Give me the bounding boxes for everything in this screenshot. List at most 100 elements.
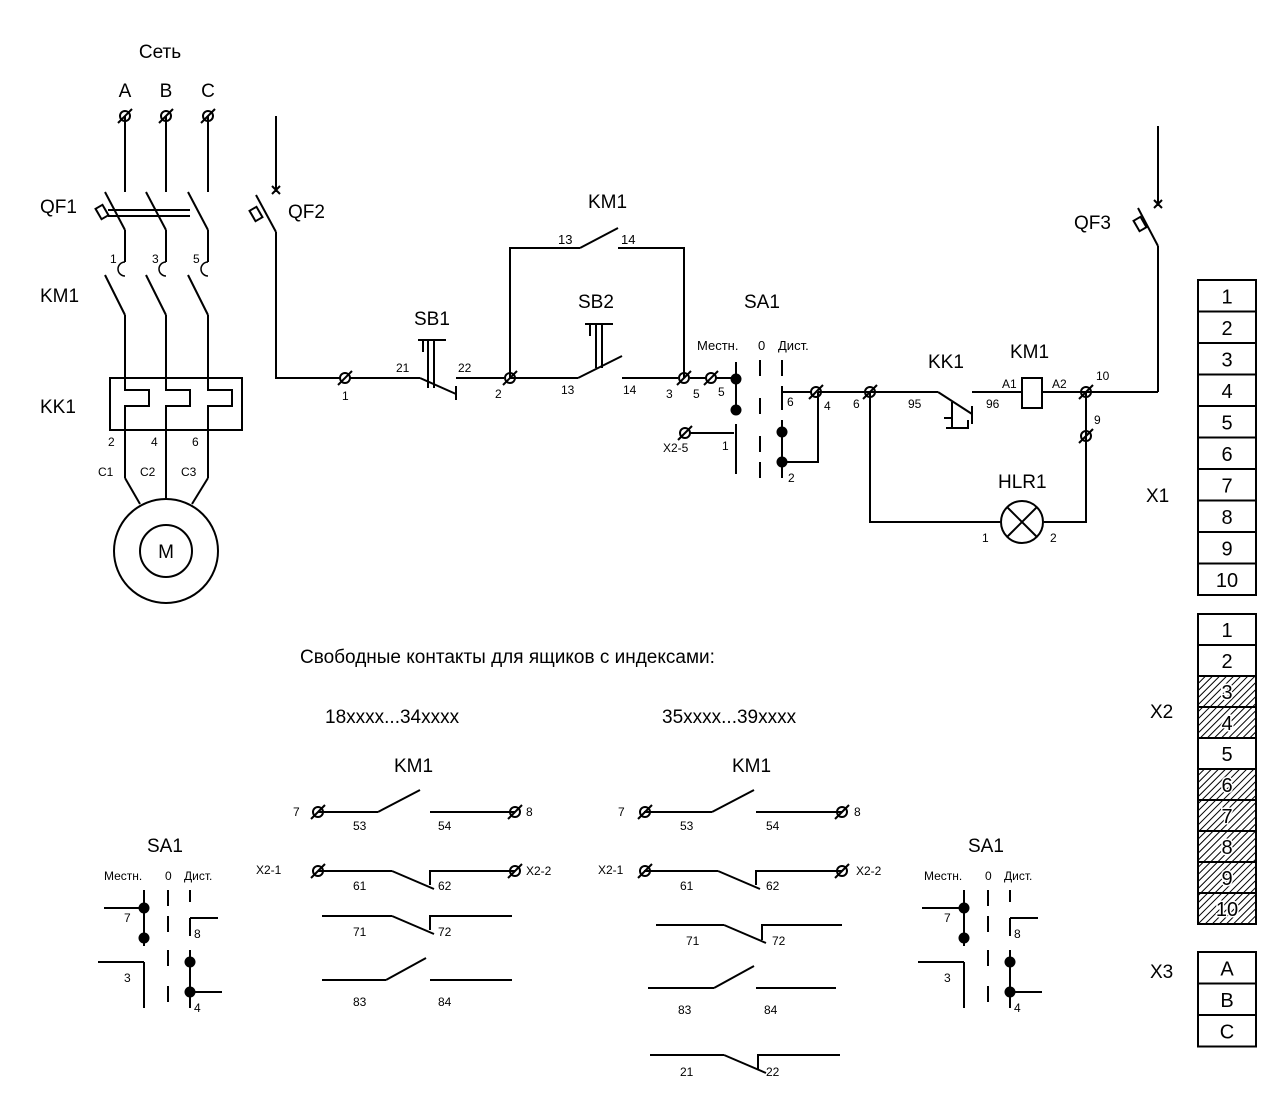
x1-cell xyxy=(1197,405,1257,439)
x2-cell-label: 3 xyxy=(1221,682,1232,704)
sa1-left-zero-label: 0 xyxy=(165,869,172,883)
sa1-label: SA1 xyxy=(744,292,780,313)
km1-left-pin-53: 53 xyxy=(353,819,367,833)
x1-cell xyxy=(1197,499,1257,533)
coil-pin-a1: A1 xyxy=(1002,377,1017,391)
kk1-control-label: KK1 xyxy=(928,352,964,373)
sa1-x2-5-label: X2-5 xyxy=(663,441,689,455)
km1-left-term-8: 8 xyxy=(526,805,533,819)
control-terminal-markers xyxy=(117,108,1094,444)
wire-label-10: 10 xyxy=(1096,369,1110,383)
range-right-label: 35xxxx...39xxxx xyxy=(662,707,797,728)
x3-cell xyxy=(1197,982,1257,1016)
sa1-right-pin-8: 8 xyxy=(1014,927,1021,941)
km1-right-term-7: 7 xyxy=(618,805,625,819)
coil-pin-a2: A2 xyxy=(1052,377,1067,391)
kk1-thermal-relay xyxy=(109,377,243,431)
km1-power-label: KM1 xyxy=(40,286,79,307)
sa1-right-label: SA1 xyxy=(968,836,1004,857)
sa1-remote-label: Дист. xyxy=(778,338,809,353)
km1-hold-pin-13: 13 xyxy=(558,232,572,247)
sa1-right-remote-label: Дист. xyxy=(1004,869,1032,883)
x1-cell xyxy=(1197,310,1257,344)
range-left-label: 18xxxx...34xxxx xyxy=(325,707,460,728)
x2-cell-label: 10 xyxy=(1216,899,1238,921)
sb1-pin-22: 22 xyxy=(458,361,472,375)
x1-cell xyxy=(1197,468,1257,502)
sa1-left-label: SA1 xyxy=(147,836,183,857)
kk1-power-label: KK1 xyxy=(40,397,76,418)
wire-label-6a: 6 xyxy=(787,395,794,409)
km1-left-pin-54: 54 xyxy=(438,819,452,833)
km1-right-pin-71: 71 xyxy=(686,934,700,948)
x1-cell-label: 5 xyxy=(1221,413,1232,435)
qf2-output-wire xyxy=(275,232,340,379)
hlr1-pin-1: 1 xyxy=(982,531,989,545)
control-circuit: QF2 21 22 SB1 KM1 13 14 SB2 xyxy=(117,108,1163,545)
km1-right-pin-83: 83 xyxy=(678,1003,692,1017)
km1-right-contacts xyxy=(637,789,850,1074)
x2-cell-label: 5 xyxy=(1221,744,1232,766)
x1-cell-label: 9 xyxy=(1221,539,1232,561)
motor-symbol xyxy=(113,498,219,604)
x2-cell-label: 1 xyxy=(1221,620,1232,642)
hlr1-right-wire xyxy=(1044,392,1087,523)
wire-label-2: 2 xyxy=(495,387,502,401)
km1-right-term-x2-2: X2-2 xyxy=(856,864,882,878)
km1-right-pin-72: 72 xyxy=(772,934,786,948)
motor-lead-c2: C2 xyxy=(140,465,156,479)
wire-label-3: 3 xyxy=(666,387,673,401)
sb2-pin-14: 14 xyxy=(623,383,637,397)
x1-cell xyxy=(1197,436,1257,470)
kk1-pin-2: 2 xyxy=(108,435,115,449)
kk1-pin-95: 95 xyxy=(908,397,922,411)
wire-label-5b: 5 xyxy=(718,385,725,399)
qf2-trip-element xyxy=(248,205,264,223)
qf1-label: QF1 xyxy=(40,197,77,218)
x3-terminal-strip: ABC xyxy=(1197,951,1257,1048)
km1-pin-5: 5 xyxy=(193,252,200,266)
x3-cell xyxy=(1197,951,1257,985)
x1-cell-label: 2 xyxy=(1221,318,1232,340)
sa1-contact-2: 2 xyxy=(788,471,795,485)
x2-cell-label: 8 xyxy=(1221,837,1232,859)
km1-hold-left-wire xyxy=(509,247,580,378)
hlr1-label: HLR1 xyxy=(998,472,1047,493)
qf2-cross-mark xyxy=(271,185,281,195)
sa1-right-zero-label: 0 xyxy=(985,869,992,883)
km1-left-pin-83: 83 xyxy=(353,995,367,1009)
x2-cell xyxy=(1197,830,1257,863)
sa1-right-pin-7: 7 xyxy=(944,911,951,925)
x1-label: X1 xyxy=(1146,486,1169,507)
x2-cell xyxy=(1197,799,1257,832)
km1-left-term-7: 7 xyxy=(293,805,300,819)
x2-cell-label: 9 xyxy=(1221,868,1232,890)
hlr1-left-wire xyxy=(869,392,1000,523)
x2-cell-label: 7 xyxy=(1221,806,1232,828)
sa1-left-remote-label: Дист. xyxy=(184,869,212,883)
x1-cell xyxy=(1197,562,1257,596)
wire-label-6b: 6 xyxy=(853,397,860,411)
km1-left-term-x2-2: X2-2 xyxy=(526,864,552,878)
km1-right-pin-61: 61 xyxy=(680,879,694,893)
phase-wires xyxy=(124,116,209,192)
sa1-switch-body xyxy=(690,360,819,478)
kk1-pin-96: 96 xyxy=(986,397,1000,411)
x2-cell-label: 6 xyxy=(1221,775,1232,797)
sa1-left-switch xyxy=(98,890,222,1008)
qf3-cross-mark xyxy=(1153,199,1163,209)
phase-a-label: A xyxy=(119,81,132,102)
km1-left-pin-71: 71 xyxy=(353,925,367,939)
sa1-left-pin-4: 4 xyxy=(194,1001,201,1015)
km1-left-pin-72: 72 xyxy=(438,925,452,939)
x1-cell-label: 6 xyxy=(1221,444,1232,466)
wire-label-5a: 5 xyxy=(693,387,700,401)
km1-main-contacts xyxy=(104,252,209,378)
power-title: Сеть xyxy=(139,42,181,63)
km1-hold-blade xyxy=(579,227,619,249)
free-contacts-heading: Свободные контакты для ящиков с индексам… xyxy=(300,647,715,668)
wire-label-4: 4 xyxy=(824,399,831,413)
